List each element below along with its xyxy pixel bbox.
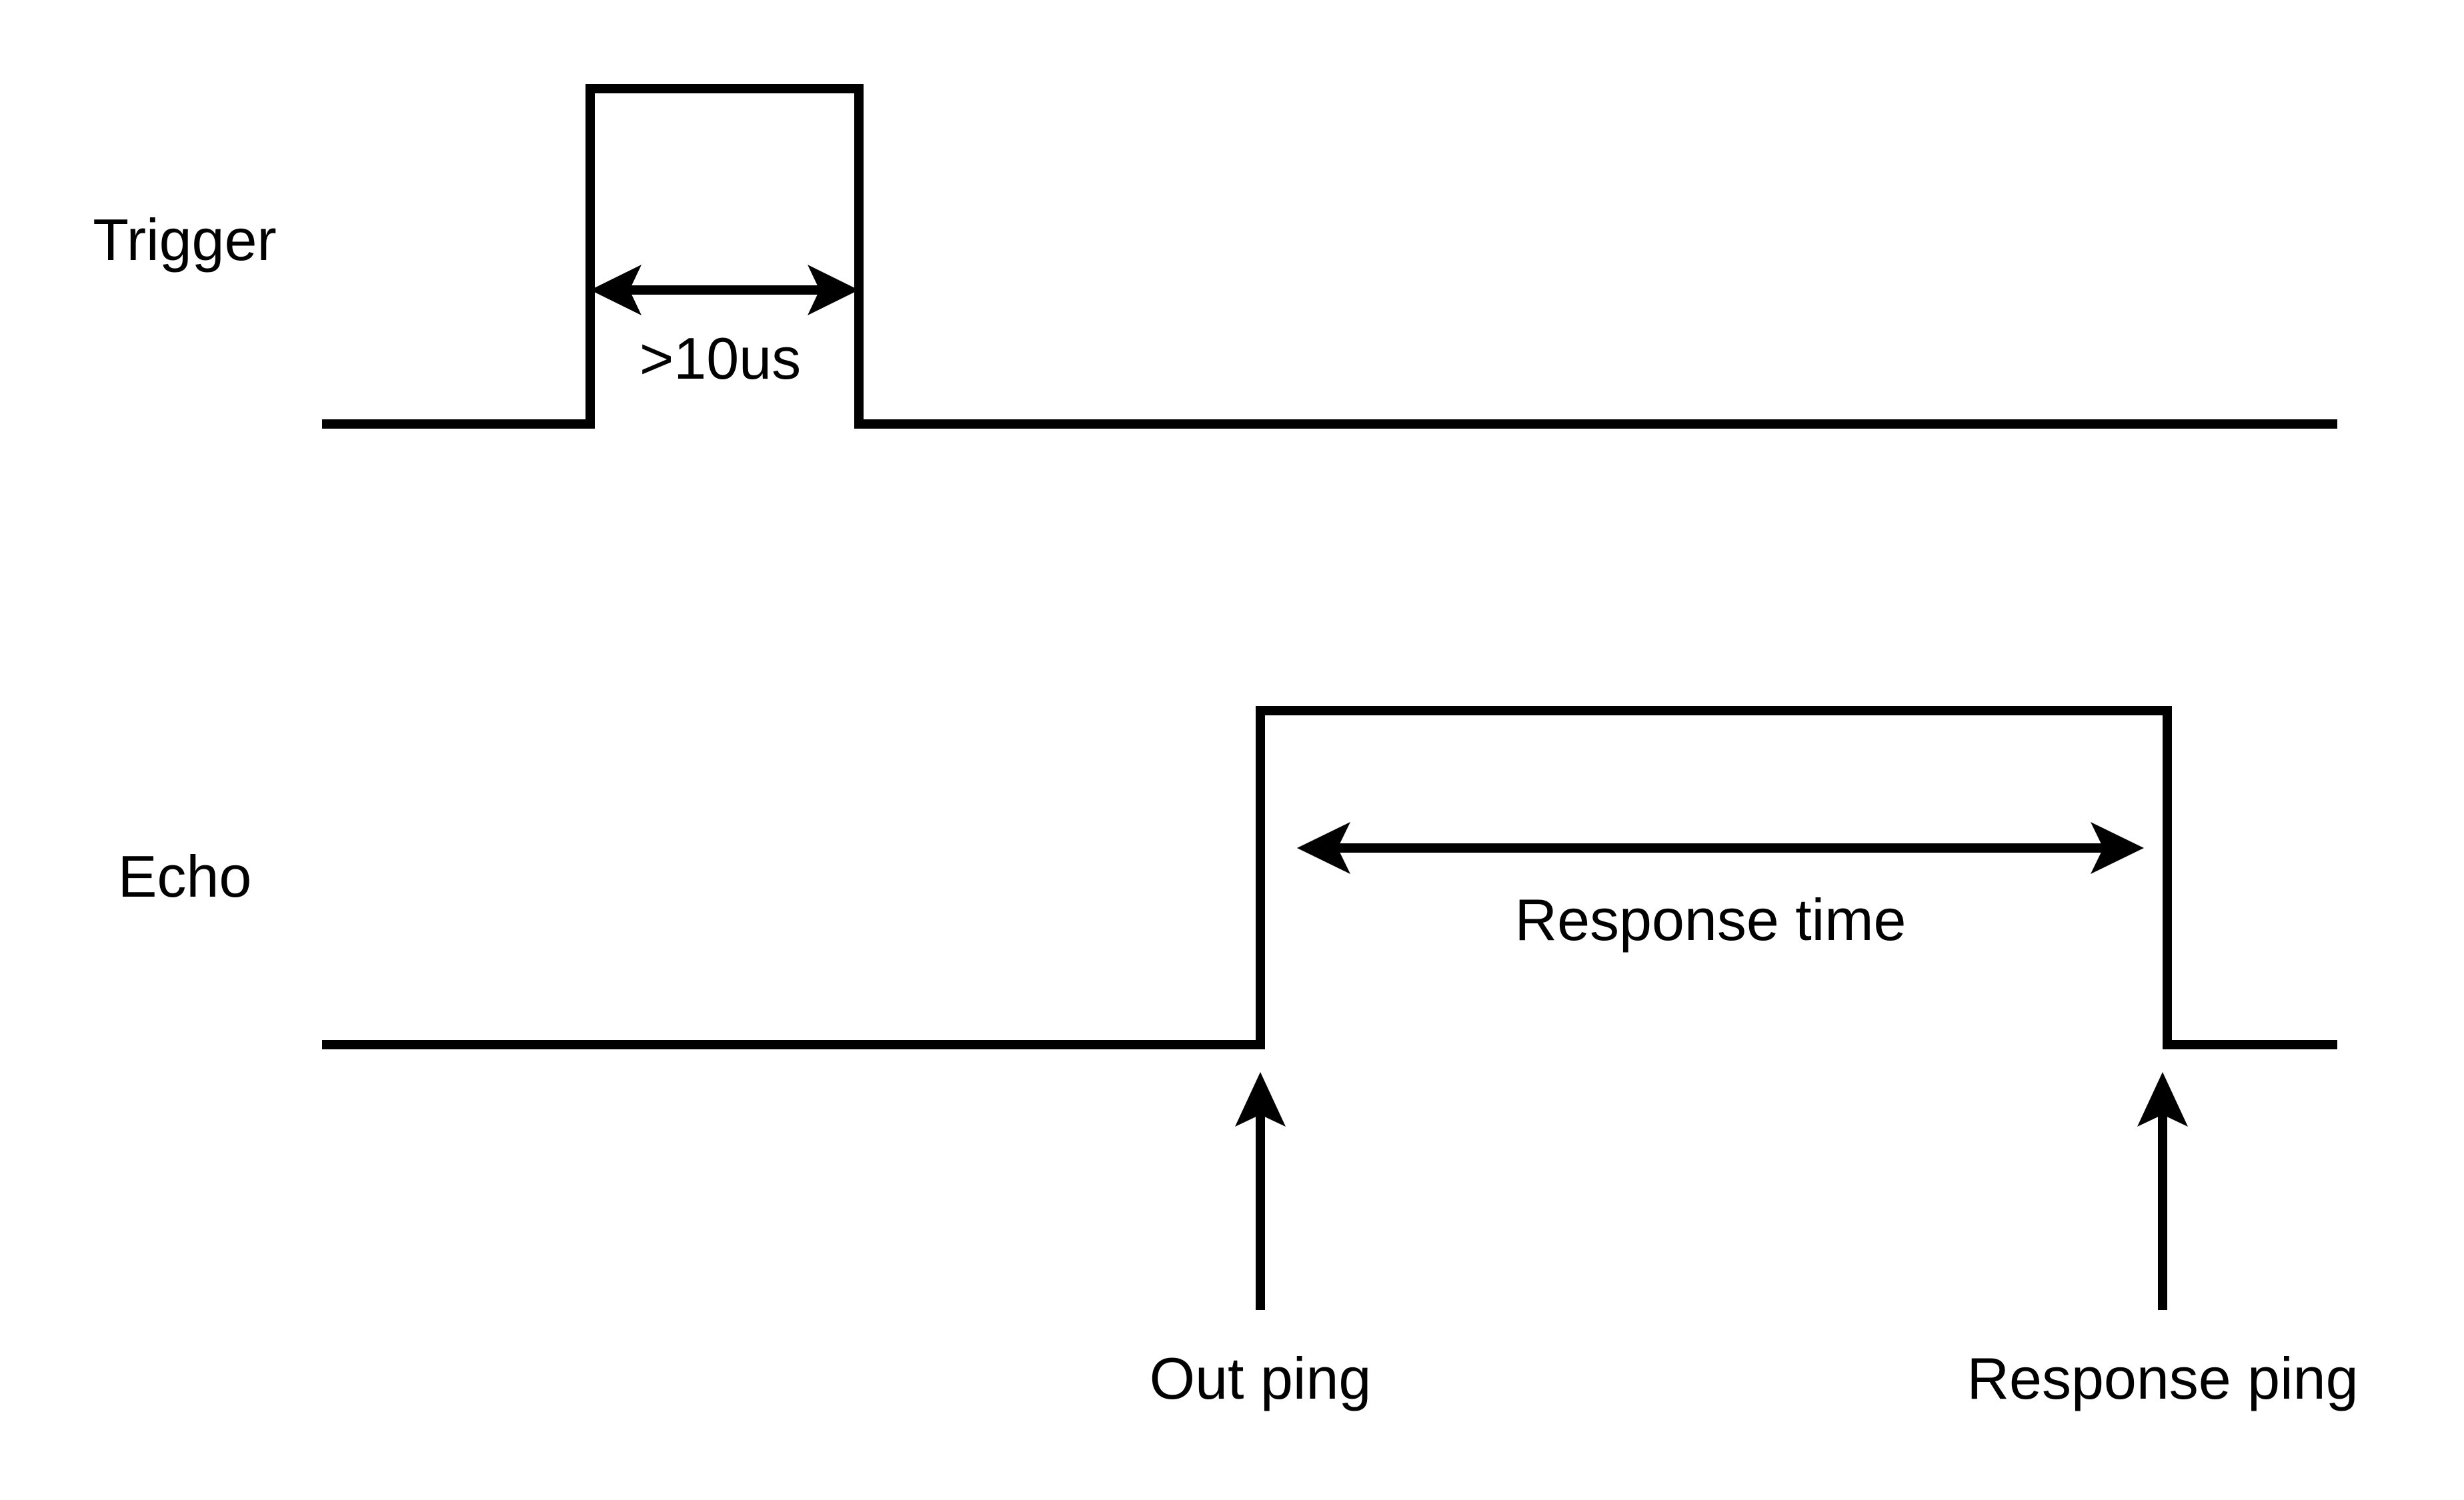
response-time-arrowhead-left xyxy=(1297,822,1350,874)
response-time-label: Response time xyxy=(1515,887,1907,953)
echo-signal-label: Echo xyxy=(118,843,252,909)
trigger-width-arrowhead-left xyxy=(590,265,642,315)
trigger-width-arrowhead-right xyxy=(808,265,859,315)
out-ping-label: Out ping xyxy=(1150,1345,1372,1411)
out-ping-arrowhead xyxy=(1235,1072,1286,1127)
response-ping-label: Response ping xyxy=(1967,1345,2358,1411)
out-ping-arrow xyxy=(1235,1072,1286,1310)
trigger-waveform xyxy=(322,84,2337,429)
response-time-arrow xyxy=(1297,822,2144,874)
echo-waveform xyxy=(322,706,2337,1049)
response-ping-arrowhead xyxy=(2137,1072,2188,1127)
response-time-arrowhead-right xyxy=(2091,822,2144,874)
trigger-pulse-width-label: >10us xyxy=(640,325,801,391)
trigger-width-arrow xyxy=(590,265,859,315)
trigger-signal-label: Trigger xyxy=(93,207,276,273)
response-ping-arrow xyxy=(2137,1072,2188,1310)
